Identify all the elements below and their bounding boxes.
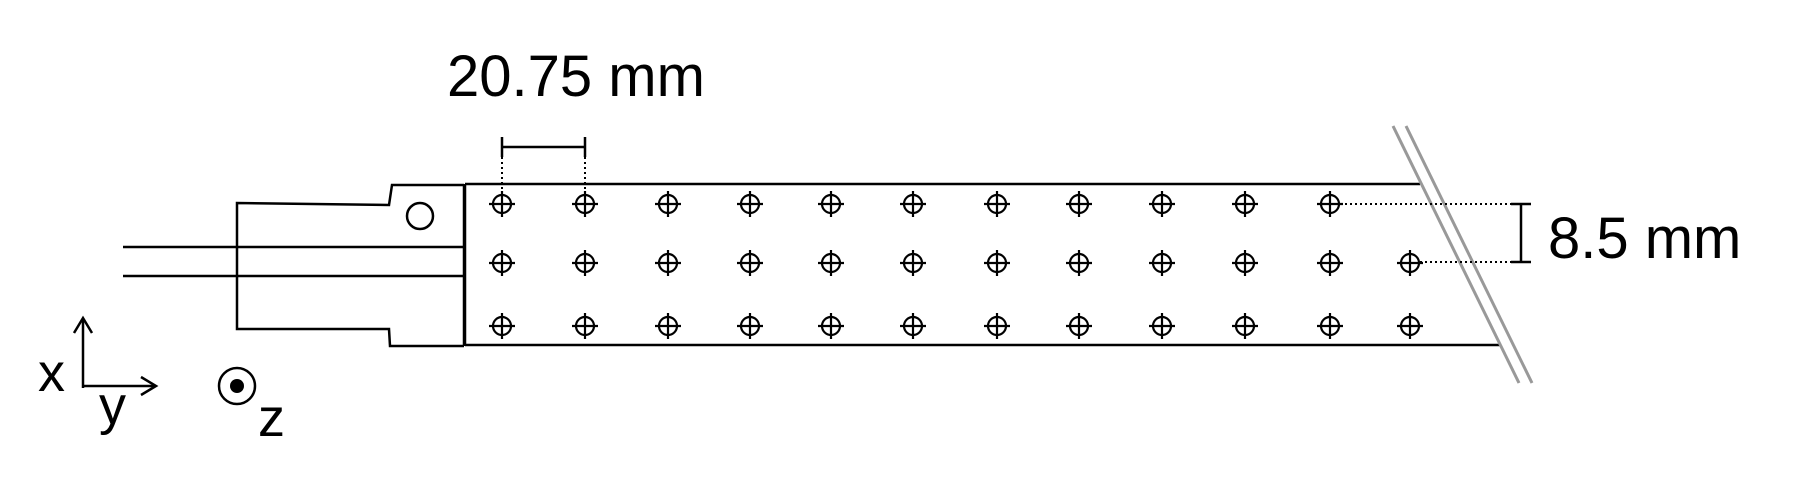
row-spacing-label: 8.5 mm [1548,206,1741,271]
marker [984,250,1010,276]
connector-body [235,183,464,348]
marker [900,191,926,217]
pitch-dimension [500,137,587,195]
marker [1397,250,1423,276]
y-axis-label: y [99,376,126,436]
marker-grid [489,191,1423,339]
x-axis-label: x [38,343,65,403]
break-line-2 [1404,125,1534,384]
marker [489,191,515,217]
break-symbol [1391,125,1534,384]
marker [1066,250,1092,276]
marker [1317,313,1343,339]
marker [900,313,926,339]
marker [1149,191,1175,217]
marker [1317,250,1343,276]
marker [572,250,598,276]
marker [489,250,515,276]
marker [1397,313,1423,339]
lead-wires [123,245,465,278]
marker [1232,191,1258,217]
connector-housing [235,183,466,348]
marker [1066,313,1092,339]
marker [1066,191,1092,217]
row-spacing-dimension [1345,202,1531,264]
marker [737,313,763,339]
marker [818,191,844,217]
marker [1232,313,1258,339]
marker [489,313,515,339]
marker [572,313,598,339]
marker [737,250,763,276]
marker [818,313,844,339]
marker [984,191,1010,217]
marker [984,313,1010,339]
marker [655,191,681,217]
marker [818,250,844,276]
connector-hole [405,201,435,231]
marker [572,191,598,217]
marker [1149,313,1175,339]
z-axis-dot [230,379,244,393]
z-axis-label: z [258,388,285,448]
coordinate-axes [72,315,257,406]
marker [1149,250,1175,276]
marker [1232,250,1258,276]
pitch-label: 20.75 mm [447,44,705,109]
marker [737,191,763,217]
marker [655,250,681,276]
z-axis-circle [217,366,257,406]
marker [900,250,926,276]
break-line-1 [1391,125,1521,384]
marker [1317,191,1343,217]
y-axis-arrowhead [140,375,159,397]
strip-body [463,182,1500,347]
marker [655,313,681,339]
x-axis-arrowhead [72,315,94,334]
